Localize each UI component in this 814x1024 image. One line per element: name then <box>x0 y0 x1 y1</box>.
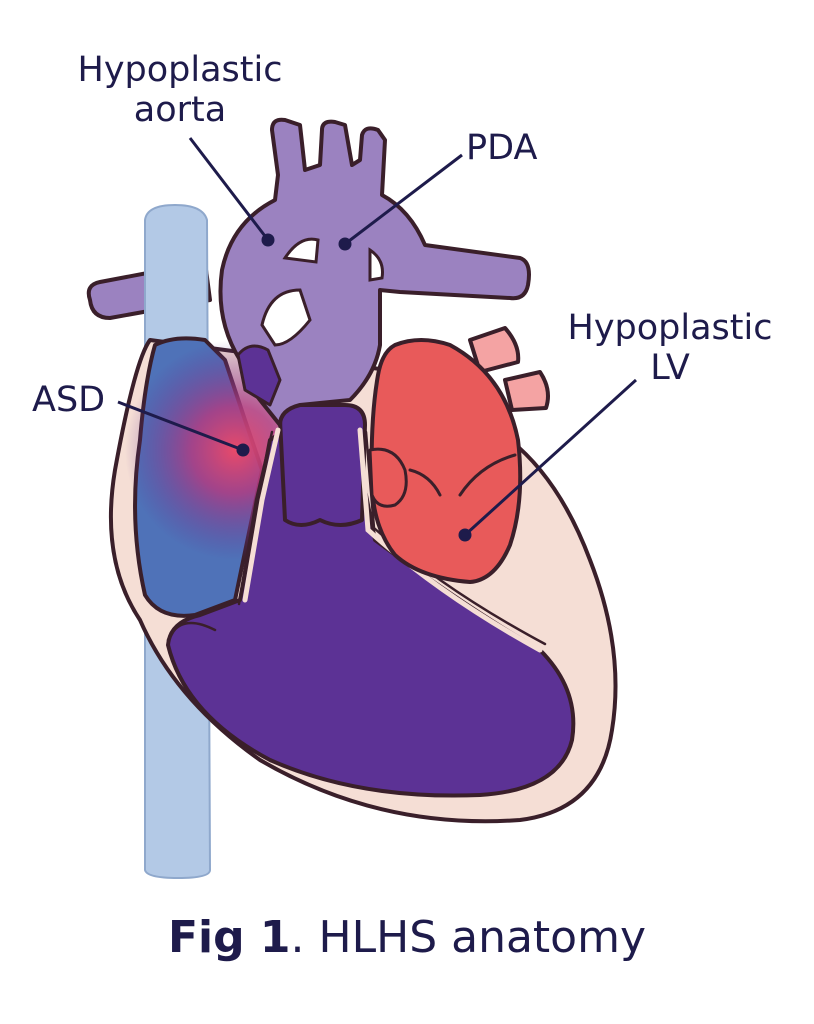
leader-dot-aorta <box>261 233 275 247</box>
label-pda: PDA <box>466 128 538 168</box>
label-lv-line1: Hypoplastic <box>567 308 773 348</box>
label-asd: ASD <box>32 380 106 420</box>
leader-line-asd <box>117 400 244 452</box>
label-aorta-line2: aorta <box>133 90 227 130</box>
caption-title: . HLHS anatomy <box>290 912 647 963</box>
left-ventricle <box>369 338 523 584</box>
pulmonary-trunk <box>278 403 367 527</box>
leader-dot-pda <box>338 237 352 251</box>
mitral-valve <box>408 453 517 497</box>
left-atrium <box>368 447 408 508</box>
label-lv-line2: LV <box>650 348 690 388</box>
pulmonary-veins <box>468 326 550 412</box>
arch-openings <box>260 237 384 347</box>
leader-line-aorta <box>188 137 270 241</box>
leader-lines <box>117 137 638 542</box>
coronary-vessel <box>236 344 282 407</box>
label-aorta-line1: Hypoplastic <box>77 50 283 90</box>
figure-caption: Fig 1. HLHS anatomy <box>0 912 814 963</box>
caption-figure-number: Fig 1 <box>167 912 291 963</box>
leader-dot-lv <box>458 528 472 542</box>
inner-lining <box>242 427 543 653</box>
label-hypoplastic-aorta: Hypoplastic aorta <box>50 50 310 130</box>
leader-dot-asd <box>236 443 250 457</box>
label-hypoplastic-lv: Hypoplastic LV <box>550 308 790 388</box>
leader-line-lv <box>463 378 638 537</box>
leader-line-pda <box>344 153 463 246</box>
